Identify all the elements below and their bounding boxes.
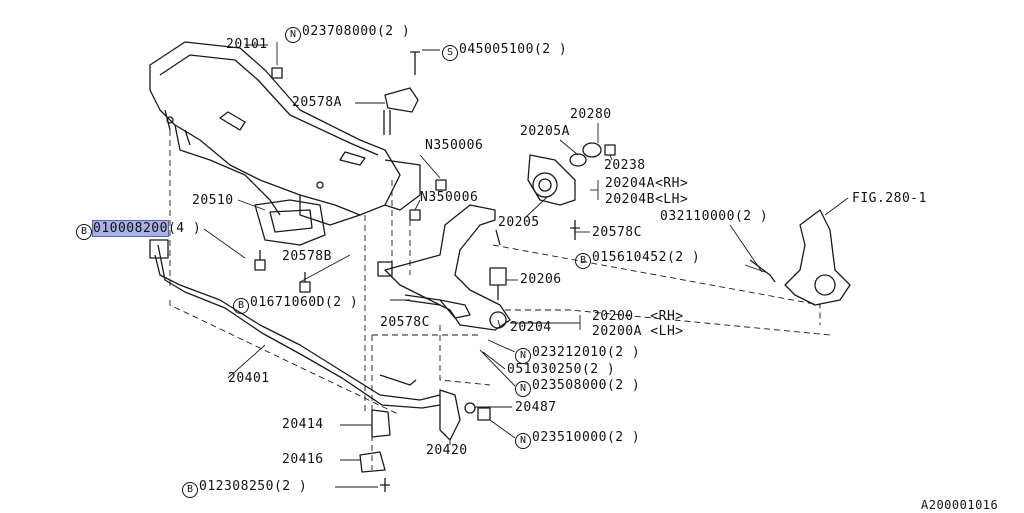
nut-symbol: N [515, 433, 531, 449]
callout-text: 01671060D(2 ) [250, 295, 359, 310]
part-label-20401: 20401 [228, 371, 270, 386]
part-label-051030250: 051030250(2 ) [507, 362, 616, 377]
callout-text: 012308250(2 ) [199, 479, 308, 494]
part-label-N350006-upper: N350006 [425, 138, 484, 153]
nut-symbol: N [285, 27, 301, 43]
bolt-symbol: B [76, 224, 92, 240]
part-label-20200: 20200 <RH> [592, 309, 684, 324]
nut-symbol: N [515, 348, 531, 364]
part-label-20200A: 20200A <LH> [592, 324, 684, 339]
callout-qty: (4 ) [167, 221, 202, 236]
callout-text: 023508000(2 ) [532, 378, 641, 393]
nut-symbol: N [515, 381, 531, 397]
crossmember-illustration [149, 41, 421, 246]
part-label-20414: 20414 [282, 417, 324, 432]
callout-text: 023212010(2 ) [532, 345, 641, 360]
part-label-20487: 20487 [515, 400, 557, 415]
bolt-symbol: B [575, 253, 591, 269]
knuckle-illustration [749, 209, 851, 306]
part-label-20204: 20204 [510, 320, 552, 335]
callout-text: 023708000(2 ) [302, 24, 411, 39]
part-label-20101: 20101 [226, 37, 268, 52]
bolt-symbol: B [233, 298, 249, 314]
part-label-20238: 20238 [604, 158, 646, 173]
figure-reference[interactable]: FIG.280-1 [852, 191, 927, 206]
part-label-N350006-lower: N350006 [420, 190, 479, 205]
part-label-20578A: 20578A [292, 95, 342, 110]
part-label-20510: 20510 [192, 193, 234, 208]
callout-text: 023510000(2 ) [532, 430, 641, 445]
part-label-032110000: 032110000(2 ) [660, 209, 769, 224]
bolt-symbol: B [182, 482, 198, 498]
part-label-20416: 20416 [282, 452, 324, 467]
part-label-20578C: 20578C [592, 225, 642, 240]
part-label-20204A: 20204A<RH> [605, 176, 689, 191]
part-label-20206: 20206 [520, 272, 562, 287]
callout-text: 015610452(2 ) [592, 250, 701, 265]
part-label-20578B: 20578B [282, 249, 332, 264]
part-label-20205: 20205 [498, 215, 540, 230]
part-label-20578C-lower: 20578C [380, 315, 430, 330]
part-label-20420: 20420 [426, 443, 468, 458]
part-label-20280: 20280 [570, 107, 612, 122]
selected-part-number[interactable]: 010008200 [92, 220, 169, 237]
part-label-20204B: 20204B<LH> [605, 192, 689, 207]
lower-arm-illustration [377, 204, 511, 331]
diagram-id: A200001016 [921, 498, 999, 512]
part-label-20205A: 20205A [520, 124, 570, 139]
screw-symbol: S [442, 45, 458, 61]
callout-text: 045005100(2 ) [459, 42, 568, 57]
